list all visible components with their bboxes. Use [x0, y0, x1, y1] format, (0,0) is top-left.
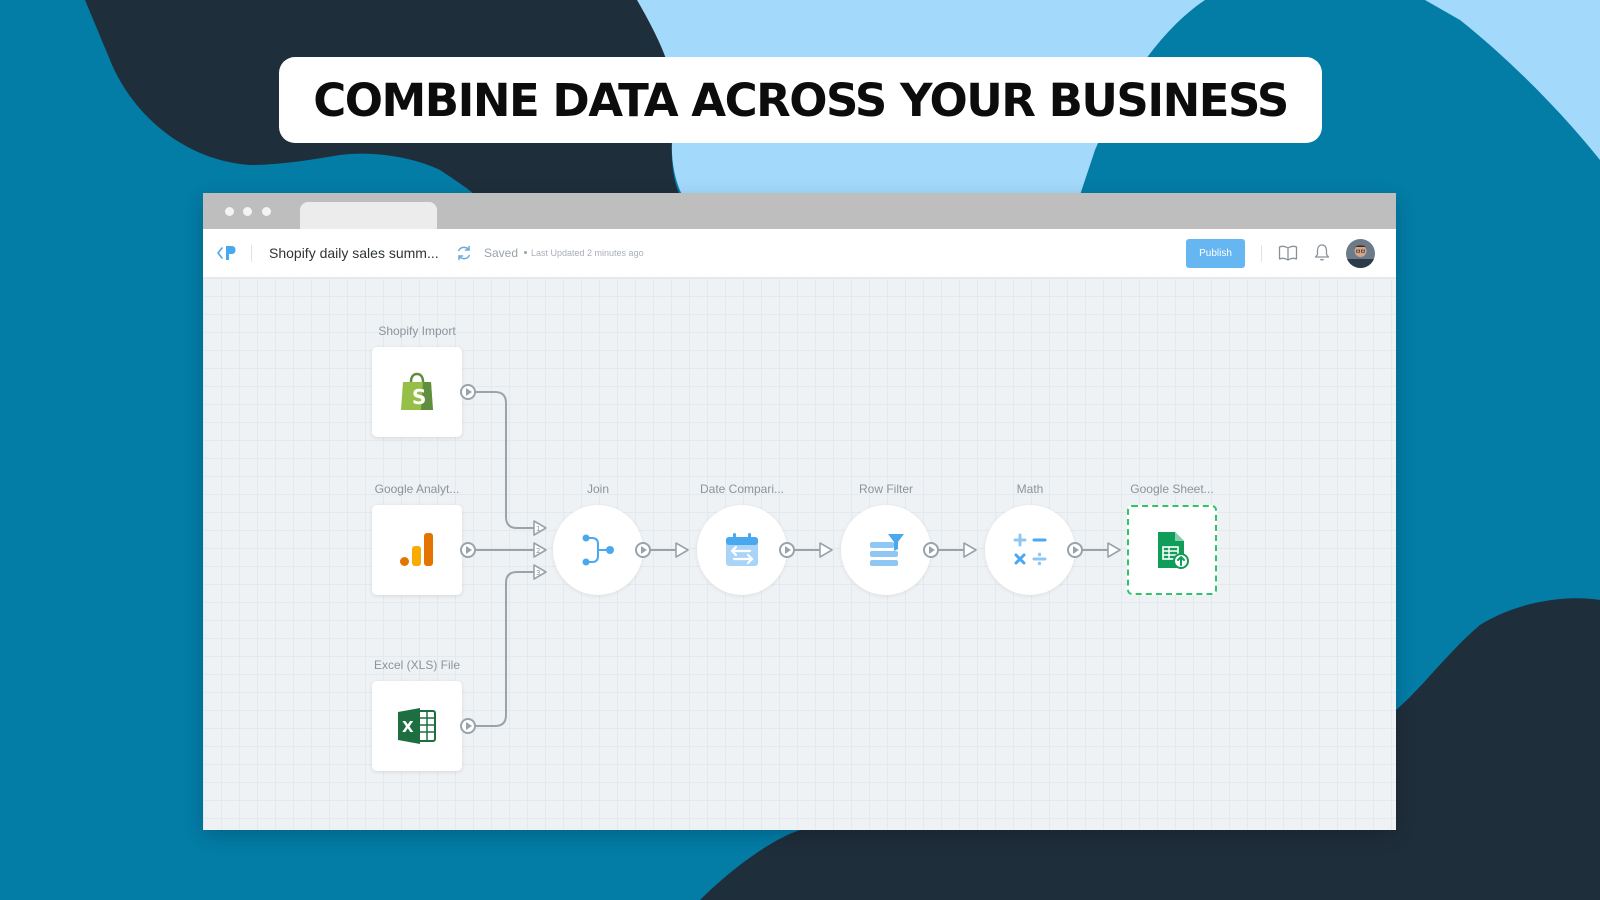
node-label-join: Join	[586, 482, 609, 496]
svg-text:X: X	[402, 718, 414, 736]
publish-button[interactable]: Publish	[1186, 239, 1245, 268]
bell-icon[interactable]	[1314, 243, 1330, 262]
back-logo-icon[interactable]	[215, 243, 237, 263]
app-window: Shopify daily sales summ... Saved Last U…	[203, 193, 1396, 830]
user-avatar[interactable]	[1346, 239, 1375, 268]
document-title[interactable]: Shopify daily sales summ...	[269, 245, 439, 261]
google-analytics-icon	[400, 533, 433, 566]
date-compare-input-port[interactable]	[675, 542, 689, 558]
node-label-math: Math	[1016, 482, 1044, 496]
join-input-number: 2	[536, 547, 540, 555]
row-filter-icon	[870, 534, 904, 566]
workflow-canvas[interactable]: Shopify Import S Google Analyt... Excel …	[203, 278, 1396, 830]
node-label-date-compare: Date Compari...	[699, 482, 785, 496]
excel-output-port[interactable]	[460, 718, 476, 734]
sheets-input-port[interactable]	[1107, 542, 1121, 558]
row-filter-node[interactable]	[841, 505, 931, 595]
book-icon[interactable]	[1278, 244, 1298, 262]
google-sheets-export-icon	[1158, 532, 1189, 569]
date-compare-output-port[interactable]	[779, 542, 795, 558]
toolbar-divider	[1261, 245, 1262, 262]
shopify-output-port[interactable]	[460, 384, 476, 400]
join-input-number: 1	[536, 525, 540, 533]
window-dot-close[interactable]	[225, 207, 234, 216]
math-output-port[interactable]	[1067, 542, 1083, 558]
join-icon	[582, 534, 614, 566]
math-operators-icon	[1013, 533, 1047, 566]
node-label-excel: Excel (XLS) File	[373, 658, 461, 672]
headline: COMBINE DATA ACROSS YOUR BUSINESS	[313, 73, 1289, 127]
sync-icon[interactable]	[455, 244, 473, 262]
toolbar-divider	[251, 245, 252, 262]
excel-file-node[interactable]: X	[372, 681, 462, 771]
join-node[interactable]	[553, 505, 643, 595]
last-updated-text: Last Updated 2 minutes ago	[531, 248, 644, 258]
window-dot-minimize[interactable]	[243, 207, 252, 216]
node-label-shopify: Shopify Import	[378, 324, 456, 338]
join-input-port[interactable]: 3	[533, 564, 547, 580]
date-compare-node[interactable]	[697, 505, 787, 595]
shopify-bag-icon: S	[401, 372, 433, 410]
node-label-sheets: Google Sheet...	[1130, 482, 1214, 496]
join-input-port[interactable]: 1	[533, 520, 547, 536]
headline-banner: COMBINE DATA ACROSS YOUR BUSINESS	[279, 57, 1322, 143]
row-filter-output-port[interactable]	[923, 542, 939, 558]
shopify-import-node[interactable]: S	[372, 347, 462, 437]
analytics-output-port[interactable]	[460, 542, 476, 558]
math-input-port[interactable]	[963, 542, 977, 558]
calendar-compare-icon	[726, 533, 758, 566]
node-label-row-filter: Row Filter	[858, 482, 913, 496]
join-input-number: 3	[536, 569, 540, 577]
browser-tab[interactable]	[300, 202, 437, 229]
excel-icon: X	[398, 708, 436, 744]
browser-titlebar	[203, 193, 1396, 229]
join-output-port[interactable]	[635, 542, 651, 558]
join-input-port[interactable]: 2	[533, 542, 547, 558]
status-separator	[524, 251, 527, 254]
svg-text:S: S	[412, 385, 426, 409]
math-node[interactable]	[985, 505, 1075, 595]
google-analytics-node[interactable]	[372, 505, 462, 595]
row-filter-input-port[interactable]	[819, 542, 833, 558]
app-toolbar: Shopify daily sales summ... Saved Last U…	[203, 229, 1396, 278]
node-label-analytics: Google Analyt...	[374, 482, 460, 496]
saved-status: Saved	[484, 246, 519, 260]
google-sheets-output-node[interactable]	[1127, 505, 1217, 595]
window-dot-maximize[interactable]	[262, 207, 271, 216]
